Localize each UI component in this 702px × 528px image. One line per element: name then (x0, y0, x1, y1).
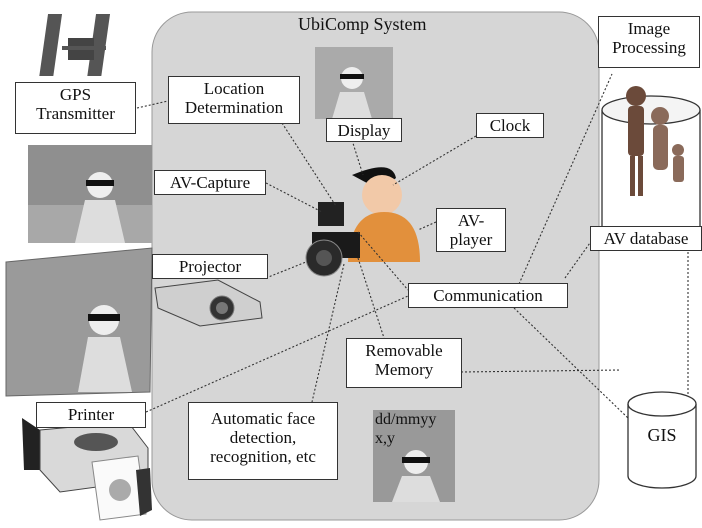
projector-device (154, 279, 263, 327)
location-determination-label: Location Determination (168, 76, 300, 124)
projection-screen (5, 247, 153, 397)
removable-memory-label: Removable Memory (346, 338, 462, 388)
connectors (136, 73, 689, 419)
av-player-label: AV- player (436, 208, 506, 252)
face-photo (373, 410, 455, 502)
capture-photo (28, 145, 152, 243)
printer-device (22, 418, 152, 521)
face-detection-label: Automatic face detection, recognition, e… (188, 402, 338, 480)
clock-label: Clock (476, 113, 544, 138)
av-database-label: AV database (590, 226, 702, 251)
gps-transmitter-label: GPS Transmitter (15, 82, 136, 134)
user-icon (348, 167, 420, 262)
photo-stamp-text: dd/mmyy x,y (375, 411, 437, 447)
display-photo (315, 47, 393, 119)
gis-database-icon (627, 391, 697, 489)
projector-label: Projector (152, 254, 268, 279)
av-capture-label: AV-Capture (154, 170, 266, 195)
printer-label: Printer (36, 402, 146, 428)
camera-icon (305, 202, 360, 277)
system-title: UbiComp System (298, 14, 427, 34)
gis-label: GIS (647, 425, 677, 445)
communication-label: Communication (408, 283, 568, 308)
image-processing-label: Image Processing (598, 16, 700, 68)
satellite-icon (39, 14, 111, 76)
av-database-icon (601, 86, 701, 243)
display-label: Display (326, 118, 402, 142)
